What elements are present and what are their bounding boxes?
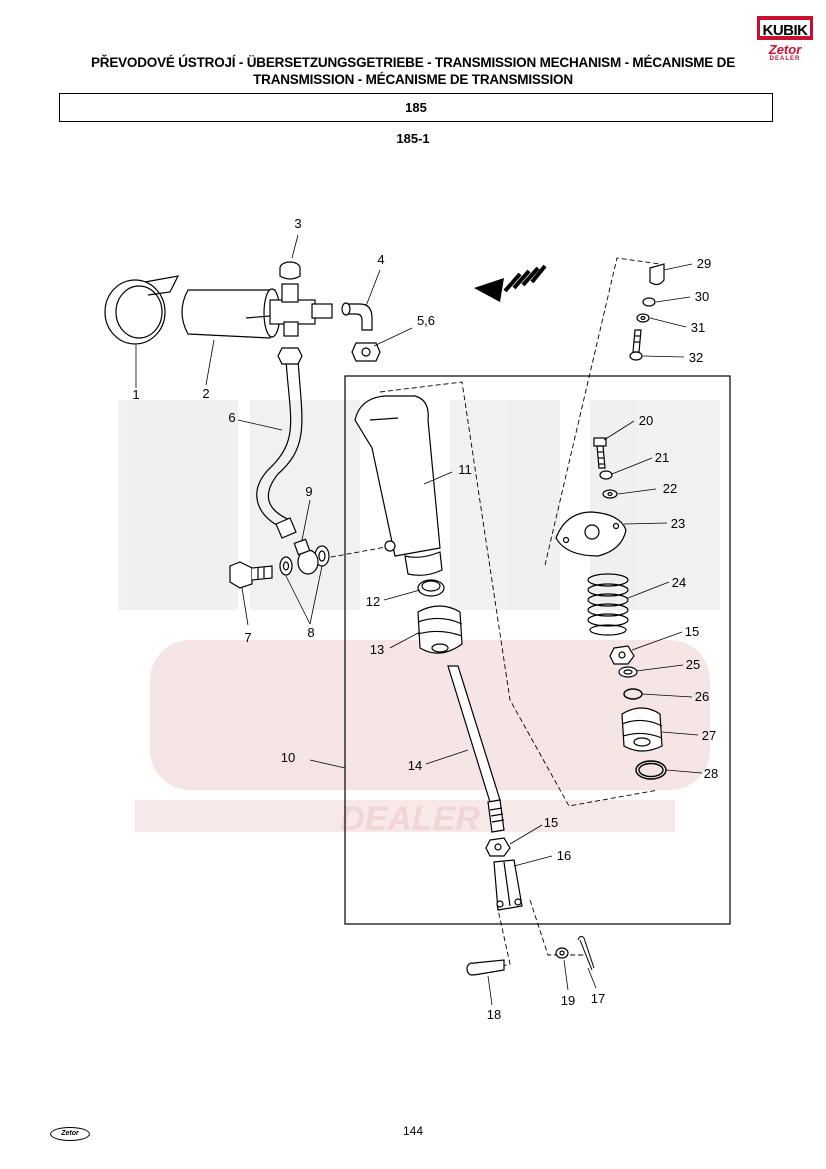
part-29-plug — [649, 263, 665, 286]
page-title: PŘEVODOVÉ ÚSTROJÍ - ÜBERSETZUNGSGETRIEBE… — [90, 55, 736, 87]
callout-4: 4 — [377, 252, 384, 267]
callout-14: 14 — [408, 758, 422, 773]
callout-15-lower: 15 — [544, 815, 558, 830]
callout-5-6: 5,6 — [417, 313, 435, 328]
part-15-nut-upper — [609, 645, 635, 665]
part-5-6-nut — [351, 342, 381, 362]
callout-32: 32 — [689, 350, 703, 365]
callout-28: 28 — [704, 766, 718, 781]
callout-7: 7 — [244, 630, 251, 645]
callout-10: 10 — [281, 750, 295, 765]
part-7-bolt — [229, 561, 273, 589]
callout-23: 23 — [671, 516, 685, 531]
callout-22: 22 — [663, 481, 677, 496]
part-14-piston-rod — [447, 665, 505, 833]
callout-12: 12 — [366, 594, 380, 609]
part-19-washer — [555, 947, 569, 959]
callout-24: 24 — [672, 575, 686, 590]
callout-26: 26 — [695, 689, 709, 704]
part-24-spring — [587, 573, 629, 636]
callout-8: 8 — [307, 625, 314, 640]
part-30-washer — [642, 297, 656, 307]
dealer-logo: KUBIK Zetor DEALER — [756, 14, 814, 68]
dashed-guides — [314, 257, 661, 969]
watermark: DEALER — [118, 400, 720, 838]
logo-tag-text: DEALER — [769, 56, 801, 62]
callout-3: 3 — [294, 216, 301, 231]
part-13-boot — [417, 605, 463, 654]
callout-11: 11 — [458, 462, 472, 477]
part-20-bolt — [593, 437, 607, 469]
callout-19: 19 — [561, 993, 575, 1008]
callout-25: 25 — [686, 657, 700, 672]
part-25-washer — [618, 666, 638, 678]
section-number-box: 185 — [59, 93, 773, 122]
callout-16: 16 — [557, 848, 571, 863]
logo-frame-icon — [757, 16, 813, 40]
part-18-pin — [466, 959, 505, 976]
callout-18: 18 — [487, 1007, 501, 1022]
part-21-nut — [599, 470, 613, 480]
direction-arrow-icon — [474, 264, 547, 302]
callout-20: 20 — [639, 413, 653, 428]
part-2-reservoir — [181, 283, 333, 339]
callout-17: 17 — [591, 991, 605, 1006]
part-32-bolt — [629, 329, 643, 361]
callout-27: 27 — [702, 728, 716, 743]
callout-6: 6 — [228, 410, 235, 425]
part-23-flange-plate — [555, 511, 627, 557]
logo-brand-text: KUBIK — [762, 22, 809, 39]
page-number: 144 — [402, 1124, 424, 1138]
leader-lines — [135, 234, 703, 1006]
part-1-clamp-band — [104, 275, 180, 345]
part-27-boot — [621, 707, 663, 752]
part-17-cotter-pin — [577, 935, 595, 971]
callout-13: 13 — [370, 642, 384, 657]
part-3-cap — [279, 261, 301, 280]
part-16-clevis — [493, 859, 523, 911]
callout-29: 29 — [697, 256, 711, 271]
callout-labels: 1 2 3 4 5,6 6 7 8 9 10 11 12 13 14 15 15… — [132, 216, 718, 1022]
part-15-nut-lower — [485, 837, 511, 857]
callout-9: 9 — [305, 484, 312, 499]
figure-number: 185-1 — [396, 131, 430, 146]
part-31-washer — [636, 313, 650, 323]
callout-30: 30 — [695, 289, 709, 304]
footer-zetor-logo: Zetor — [50, 1127, 90, 1141]
part-11-cylinder — [354, 395, 443, 576]
callout-1: 1 — [132, 387, 139, 402]
part-12-ring — [417, 579, 445, 597]
part-22-washer — [602, 489, 618, 499]
logo-sub-text: Zetor — [768, 42, 802, 57]
part-4-elbow-fitting — [341, 302, 373, 331]
callout-21: 21 — [655, 450, 669, 465]
callout-31: 31 — [691, 320, 705, 335]
part-9-fitting — [293, 538, 311, 556]
part-6-hose — [256, 347, 303, 539]
callout-2: 2 — [202, 386, 209, 401]
callout-15-upper: 15 — [685, 624, 699, 639]
watermark-tag: DEALER — [340, 800, 480, 838]
